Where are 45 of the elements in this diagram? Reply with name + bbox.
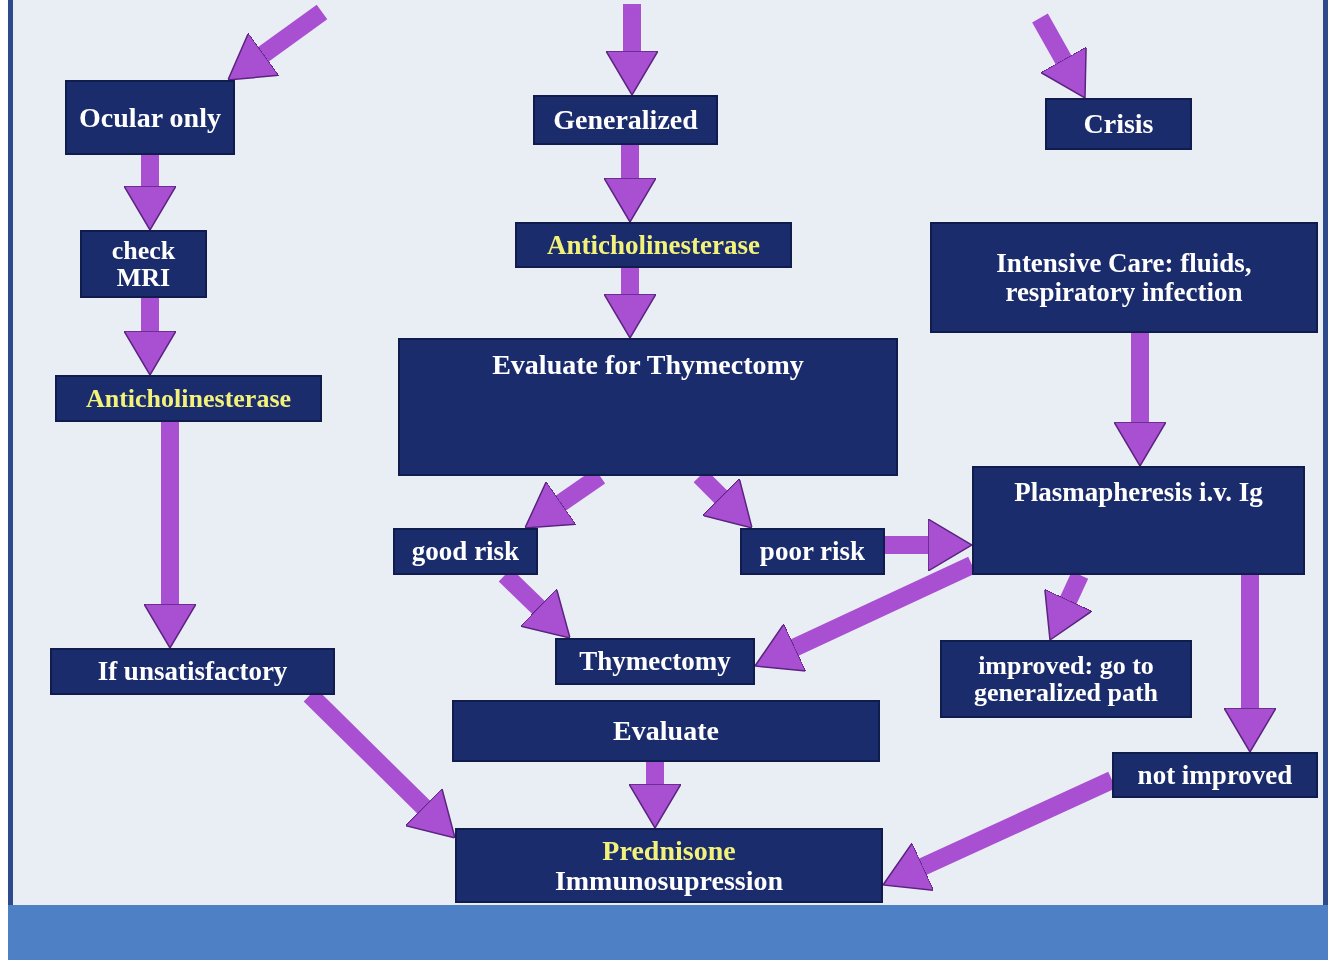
box-label: not improved	[1137, 760, 1293, 790]
process-box	[393, 528, 538, 575]
box-label: check MRI	[110, 236, 177, 292]
process-box	[1045, 98, 1192, 150]
box-label: poor risk	[759, 537, 866, 566]
block-arrow	[143, 422, 197, 649]
process-box	[55, 375, 322, 422]
process-box	[80, 230, 207, 298]
box-label: Ocular only	[79, 102, 221, 133]
block-arrow	[1223, 575, 1277, 753]
process-box	[555, 638, 755, 685]
box-label: improved: go to generalized path	[972, 651, 1160, 707]
process-box	[455, 828, 883, 903]
process-box	[515, 222, 792, 268]
box-label: Crisis	[1083, 109, 1154, 139]
process-box	[65, 80, 235, 155]
block-arrow	[603, 268, 657, 339]
process-box	[930, 222, 1318, 333]
box-label: good risk	[411, 537, 520, 566]
block-arrow	[123, 298, 177, 376]
box-label: Prednisone	[602, 836, 736, 866]
block-arrow	[628, 762, 682, 829]
block-arrow	[605, 4, 659, 96]
block-arrow	[885, 518, 973, 572]
block-arrow	[603, 145, 657, 223]
box-label: Evaluate	[613, 716, 719, 746]
box-label: Immunosupression	[554, 865, 784, 895]
box-label: Evaluate for Thymectomy	[492, 350, 804, 380]
process-box	[972, 466, 1305, 575]
block-arrow	[123, 155, 177, 231]
box-label: Plasmapheresis i.v. Ig	[1014, 478, 1263, 507]
box-label: Generalized	[553, 105, 698, 135]
block-arrow	[1113, 333, 1167, 467]
box-label: Intensive Care: fluids, respiratory infection	[995, 249, 1253, 306]
process-box	[533, 95, 718, 145]
process-box	[1112, 752, 1318, 798]
process-box	[398, 338, 898, 476]
process-box	[452, 700, 880, 762]
box-label: Thymectomy	[579, 647, 731, 676]
box-label: Anticholinesterase	[85, 384, 292, 413]
process-box	[740, 528, 885, 575]
process-box	[940, 640, 1192, 718]
process-box	[50, 648, 335, 695]
box-label: If unsatisfactory	[97, 657, 288, 686]
box-label: Anticholinesterase	[547, 230, 760, 260]
